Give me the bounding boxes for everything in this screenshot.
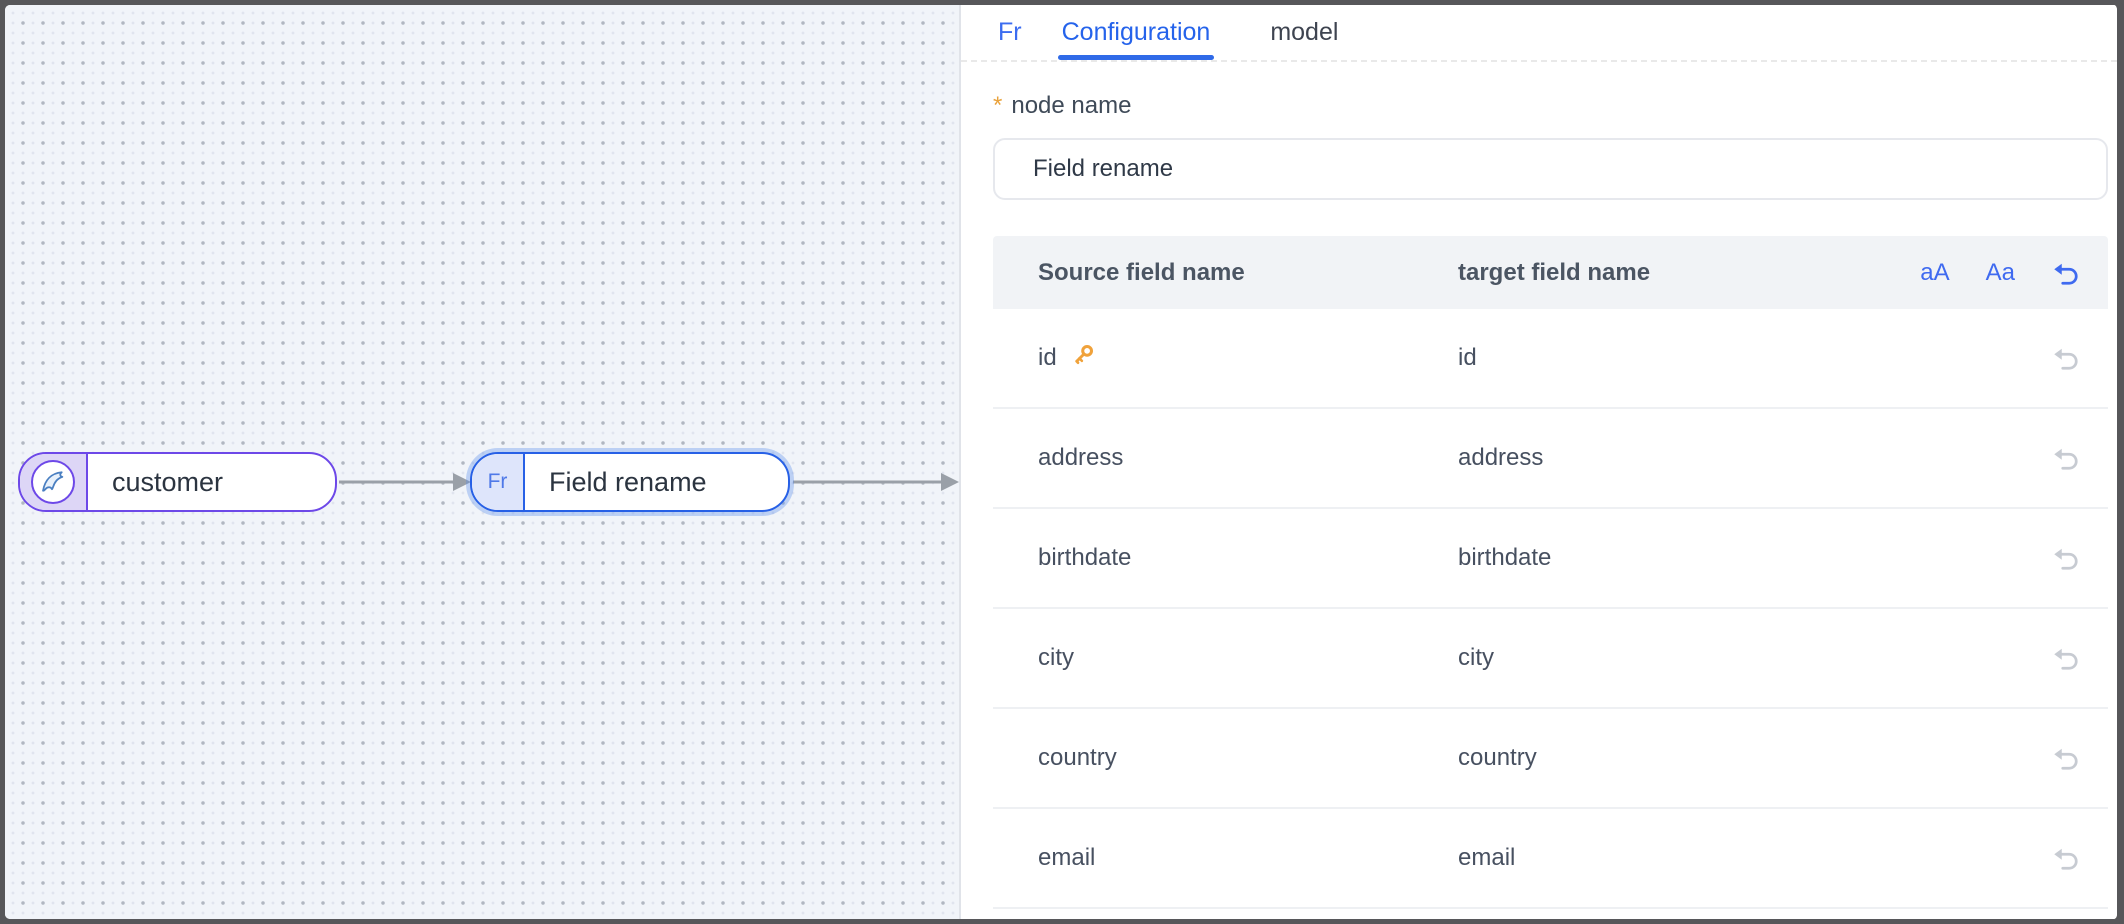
target-field-cell: email (1458, 844, 1516, 871)
pipeline-canvas[interactable]: customer Fr Field rename (5, 5, 959, 919)
table-row: city city (993, 609, 2108, 709)
source-field-cell: birthdate (1038, 544, 1132, 571)
node-name-label: * node name (993, 92, 2108, 120)
required-marker: * (993, 92, 1003, 119)
primary-key-icon (1069, 342, 1096, 374)
source-field-cell: address (1038, 444, 1124, 471)
rename-table-body: id id (993, 309, 2108, 909)
source-field-cell: email (1038, 844, 1096, 871)
canvas-panel-divider (959, 5, 961, 919)
table-tools: aA Aa (1913, 258, 2108, 288)
node-name-label-text: node name (1011, 92, 1132, 119)
node-name-input[interactable] (993, 138, 2108, 200)
capitalize-all-button[interactable]: Aa (1985, 258, 2015, 286)
table-row: id id (993, 309, 2108, 409)
table-row: address address (993, 409, 2108, 509)
undo-icon (2054, 448, 2078, 470)
panel-tab-bar: Fr Configuration model (961, 5, 2117, 62)
node-field-rename[interactable]: Fr Field rename (470, 452, 790, 512)
source-field-header: Source field name (1038, 258, 1245, 286)
target-field-cell: birthdate (1458, 544, 1552, 571)
undo-icon (2054, 848, 2078, 870)
mysql-dolphin-icon (31, 460, 75, 504)
target-field-cell: city (1458, 644, 1494, 671)
target-field-header: target field name (1458, 258, 1651, 286)
table-header-row: Source field name target field name aA A… (993, 236, 2108, 309)
tab-model[interactable]: model (1270, 18, 1339, 46)
field-rename-table: Source field name target field name aA A… (993, 236, 2108, 909)
node-customer[interactable]: customer (18, 452, 337, 512)
target-field-cell: address (1458, 444, 1544, 471)
tab-configuration[interactable]: Configuration (1057, 5, 1215, 60)
undo-icon (2054, 648, 2078, 670)
source-field-cell: id (993, 342, 1458, 374)
undo-icon (2054, 348, 2078, 370)
table-row: birthdate birthdate (993, 509, 2108, 609)
node-type-abbrev: Fr (998, 18, 1022, 46)
undo-row-button[interactable] (2051, 743, 2081, 773)
table-row: country country (993, 709, 2108, 809)
source-field-cell: city (1038, 644, 1074, 671)
node-field-rename-badge-box: Fr (472, 454, 525, 510)
target-field-cell: id (1458, 344, 1477, 371)
target-field-cell: country (1458, 744, 1537, 771)
undo-row-button[interactable] (2051, 843, 2081, 873)
undo-icon (2054, 548, 2078, 570)
field-rename-badge: Fr (487, 470, 508, 493)
configuration-panel: Fr Configuration model * node name Sourc… (961, 5, 2117, 919)
undo-row-button[interactable] (2051, 543, 2081, 573)
undo-all-button[interactable] (2051, 258, 2081, 288)
undo-icon (2054, 748, 2078, 770)
node-customer-label: customer (112, 466, 224, 497)
table-row: email email (993, 809, 2108, 909)
lowercase-all-button[interactable]: aA (1920, 258, 1950, 286)
source-field-cell: country (1038, 744, 1117, 771)
undo-icon (2054, 263, 2078, 285)
undo-row-button[interactable] (2051, 443, 2081, 473)
node-customer-icon-box (20, 454, 88, 510)
node-field-rename-label: Field rename (549, 466, 707, 497)
undo-row-button[interactable] (2051, 343, 2081, 373)
undo-row-button[interactable] (2051, 643, 2081, 673)
